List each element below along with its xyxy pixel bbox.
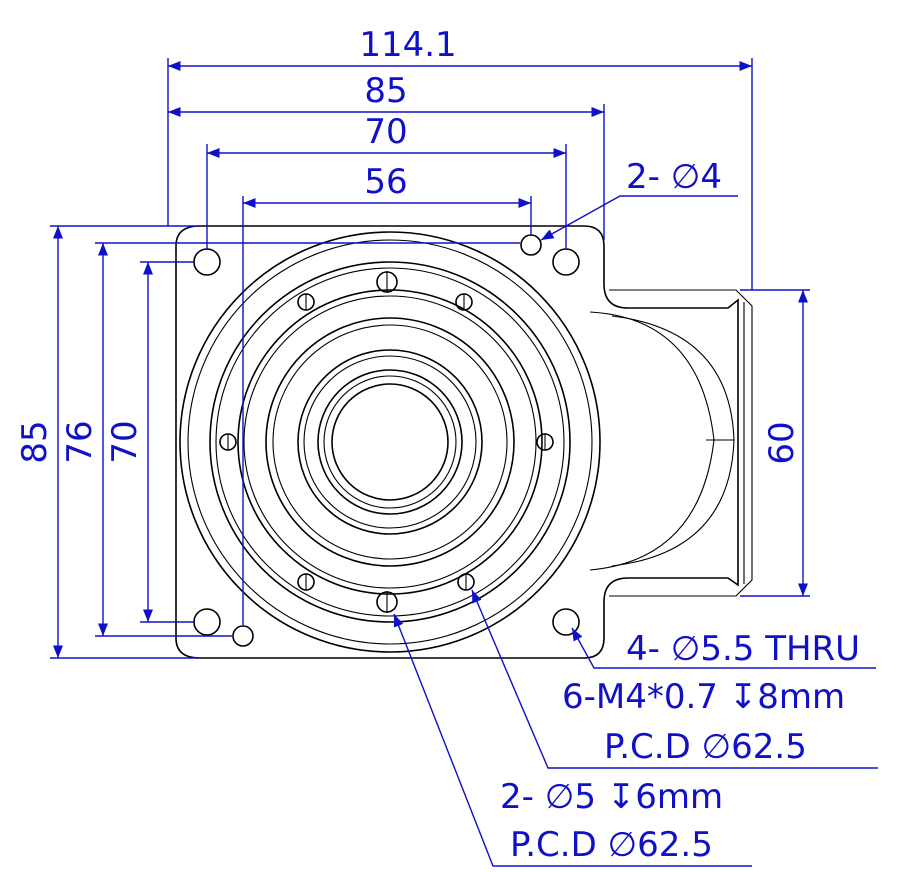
mount-holes	[193, 234, 580, 647]
dim-60: 60	[762, 421, 802, 464]
main-body-circles	[179, 231, 601, 653]
dimension-texts: 114.1 85 70 56 85 76 70 60	[15, 25, 802, 465]
callout-thru-holes: 4- ∅5.5 THRU	[626, 629, 860, 669]
leader-tapped	[471, 589, 878, 769]
callout-pin-holes: 2- ∅5 ↧6mm	[500, 777, 723, 817]
corner-hole-top-left	[193, 248, 221, 276]
small-hole-bottom	[232, 625, 254, 647]
pin-holes	[376, 271, 398, 613]
corner-hole-top-right	[552, 248, 580, 276]
callout-holes-4: 2- ∅4	[626, 157, 722, 197]
leader-pin-holes	[393, 613, 752, 867]
callout-texts: 2- ∅4 4- ∅5.5 THRU 6-M4*0.7 ↧8mm P.C.D ∅…	[500, 157, 860, 865]
callout-tapped: 6-M4*0.7 ↧8mm	[562, 677, 845, 717]
dim-114: 114.1	[359, 25, 456, 65]
leader-holes-4	[540, 195, 738, 241]
callout-pcd-1: P.C.D ∅62.5	[604, 727, 807, 767]
dim-76: 76	[60, 420, 100, 463]
dim-56: 56	[364, 162, 407, 202]
dim-85-top: 85	[364, 71, 407, 111]
corner-hole-bottom-left	[193, 608, 221, 636]
small-hole-top	[520, 234, 542, 256]
corner-hole-bottom-right	[552, 608, 580, 636]
callout-pcd-2: P.C.D ∅62.5	[510, 825, 713, 865]
tapped-holes	[219, 293, 554, 591]
dim-70-left: 70	[105, 420, 145, 463]
dim-70-top: 70	[364, 112, 407, 152]
dim-85-left: 85	[15, 420, 55, 463]
dimension-lines	[50, 58, 810, 659]
leader-lines	[393, 195, 878, 867]
leader-thru-holes	[571, 627, 876, 669]
part-outline	[175, 225, 753, 659]
